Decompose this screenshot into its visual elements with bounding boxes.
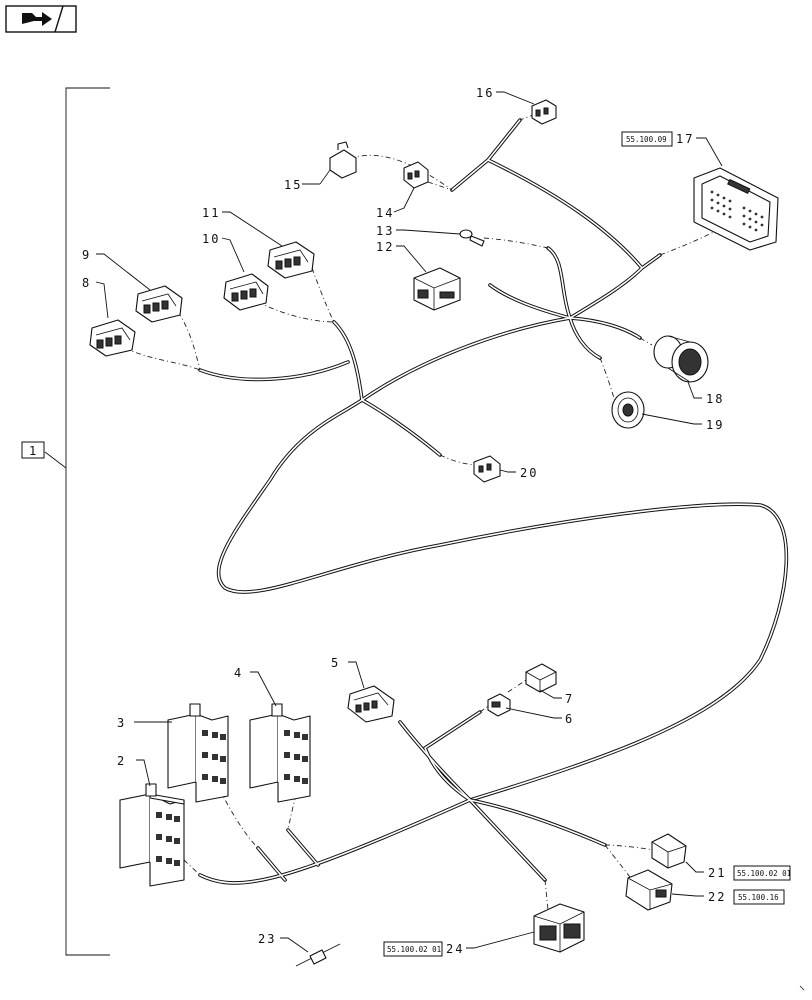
callout-13: 13 [376, 224, 394, 238]
fuse-block-3-slots [202, 730, 226, 784]
connector-17[interactable] [693, 167, 779, 251]
callout-2: 2 [117, 754, 126, 768]
connector-20[interactable] [473, 455, 501, 483]
callout-7: 7 [565, 692, 574, 706]
callout-20: 20 [520, 466, 538, 480]
arrow-icon [22, 12, 52, 26]
callout-24: 24 [446, 942, 464, 956]
leader-lines [95, 91, 723, 953]
fuse-block-4[interactable] [249, 703, 311, 803]
connector-24[interactable] [533, 903, 585, 953]
connector-22[interactable] [625, 869, 673, 911]
reference-22-text: 55.100.16 [738, 893, 779, 902]
callout-22: 22 [708, 890, 726, 904]
callout-23: 23 [258, 932, 276, 946]
assembly-bracket: 1 [21, 87, 110, 956]
callout-15: 15 [284, 178, 302, 192]
callout-11: 11 [202, 206, 220, 220]
reference-17[interactable]: 55.100.09 [621, 131, 673, 147]
nav-arrow-button[interactable] [5, 5, 77, 33]
callout-8: 8 [82, 276, 91, 290]
connector-11[interactable] [267, 241, 315, 279]
reference-22[interactable]: 55.100.16 [733, 889, 785, 905]
callout-1: 1 [29, 444, 38, 458]
reference-21[interactable]: 55.100.02 01 [733, 865, 791, 881]
connector-7[interactable] [525, 663, 557, 693]
callout-18: 18 [706, 392, 724, 406]
fuse-block-2-slots [156, 812, 180, 866]
connector-10[interactable] [223, 273, 269, 311]
callout-4: 4 [234, 666, 243, 680]
callout-14: 14 [376, 206, 394, 220]
reference-24[interactable]: 55.100.02 01 [383, 941, 443, 957]
callout-17: 17 [676, 132, 694, 146]
ring-terminal-13[interactable] [459, 229, 485, 247]
callout-9: 9 [82, 248, 91, 262]
reference-24-text: 55.100.02 01 [387, 945, 441, 954]
connector-19[interactable] [611, 391, 645, 429]
connector-21[interactable] [651, 833, 687, 869]
reference-21-text: 55.100.02 01 [737, 869, 791, 878]
reference-17-text: 55.100.09 [626, 135, 667, 144]
fuse-block-3[interactable] [167, 703, 229, 803]
callout-3: 3 [117, 716, 126, 730]
callout-16: 16 [476, 86, 494, 100]
connector-12[interactable] [413, 267, 461, 311]
callout-5: 5 [331, 656, 340, 670]
fuse-block-4-slots [284, 730, 308, 784]
diode-23[interactable] [295, 943, 341, 967]
connector-8[interactable] [89, 319, 136, 357]
callout-6: 6 [565, 712, 574, 726]
fuse-block-2[interactable] [119, 783, 185, 887]
callout-21: 21 [708, 866, 726, 880]
connector-16[interactable] [531, 99, 557, 125]
lower-harness-wires [198, 710, 607, 885]
connector-14[interactable] [403, 161, 429, 189]
callout-12: 12 [376, 240, 394, 254]
connector-18[interactable] [653, 335, 709, 383]
corner-mark [799, 985, 805, 991]
upper-harness-wires [198, 118, 789, 802]
callout-19: 19 [706, 418, 724, 432]
connector-17-pins [710, 190, 764, 232]
connector-15[interactable] [319, 141, 357, 185]
callout-labels: 2 3 4 5 6 7 8 9 10 11 12 13 14 15 16 17 … [82, 86, 726, 956]
connector-6[interactable] [487, 693, 511, 717]
callout-10: 10 [202, 232, 220, 246]
connector-9[interactable] [135, 285, 183, 323]
connector-5[interactable] [347, 685, 395, 723]
